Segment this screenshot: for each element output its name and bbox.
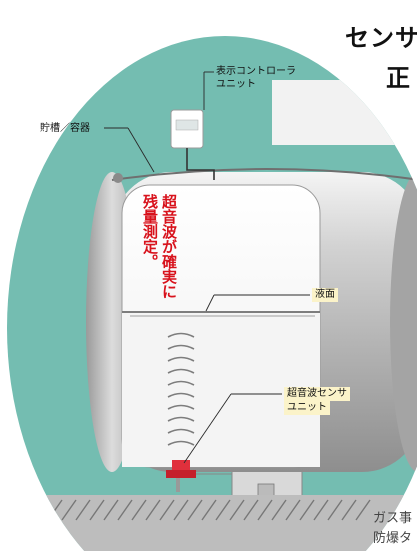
bottom-text-line1: ガス事 bbox=[373, 511, 413, 526]
callout-line1: 超音波が確実に bbox=[160, 194, 178, 299]
label-liquid-surface: 液面 bbox=[312, 288, 338, 302]
label-controller-line1: 表示コントローラ bbox=[216, 66, 296, 77]
heading-line2: 正 bbox=[386, 64, 410, 92]
bottom-text-line2: 防爆タ bbox=[373, 531, 413, 546]
label-sensor-line1: 超音波センサ bbox=[284, 387, 350, 401]
controller-unit bbox=[170, 109, 215, 180]
tank-port bbox=[113, 173, 123, 183]
label-tank: 貯槽／容器 bbox=[40, 123, 90, 134]
tank-top-rim bbox=[111, 168, 417, 181]
label-controller-line2: ユニット bbox=[216, 79, 256, 90]
heading-line1: センサ bbox=[345, 24, 417, 52]
tank-right-cap bbox=[390, 172, 417, 472]
right-wall-panel bbox=[272, 80, 417, 145]
label-sensor-line2: ユニット bbox=[284, 401, 330, 415]
callout-line2: 残量測定。 bbox=[141, 194, 159, 269]
